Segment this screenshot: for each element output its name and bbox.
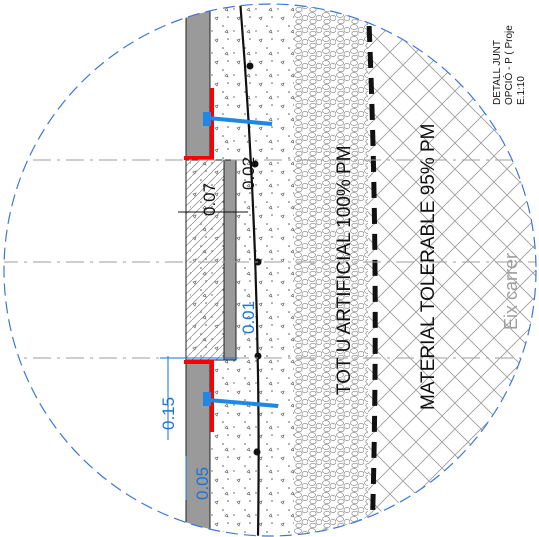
title-line-2: OPCIÓ - P ( Proje	[502, 25, 515, 105]
dim-0-15: 0.15	[159, 397, 178, 430]
dim-0-01: 0.01	[239, 301, 258, 334]
red-plate-upper	[184, 88, 214, 160]
layer-label-2: MATERIAL TOLERABLE 95% PM	[418, 123, 439, 410]
dowel-bar-upper	[207, 116, 273, 126]
subbase-line	[238, 4, 260, 536]
detail-circle	[3, 3, 537, 537]
geotextile-line	[365, 4, 378, 536]
slab-upper	[185, 4, 211, 161]
title-line-1: DETALL JUNT	[492, 40, 503, 105]
dowel-bar-lower	[207, 398, 279, 408]
axis-label: Eix carrer	[501, 253, 521, 330]
gravel-layer	[294, 4, 368, 536]
dim-0-07: 0.07	[200, 183, 219, 216]
dim-0-02: 0.02	[239, 157, 258, 190]
layer-label-1: TOT U ARTIFICIAL 100% PM	[334, 145, 355, 395]
concrete-base-layer	[260, 4, 294, 536]
title-line-3: E.1:10	[516, 76, 527, 105]
dim-0-05: 0.05	[193, 467, 212, 500]
joint-strip	[223, 159, 237, 361]
slab-lower	[185, 359, 211, 536]
red-plate-lower	[184, 360, 214, 432]
